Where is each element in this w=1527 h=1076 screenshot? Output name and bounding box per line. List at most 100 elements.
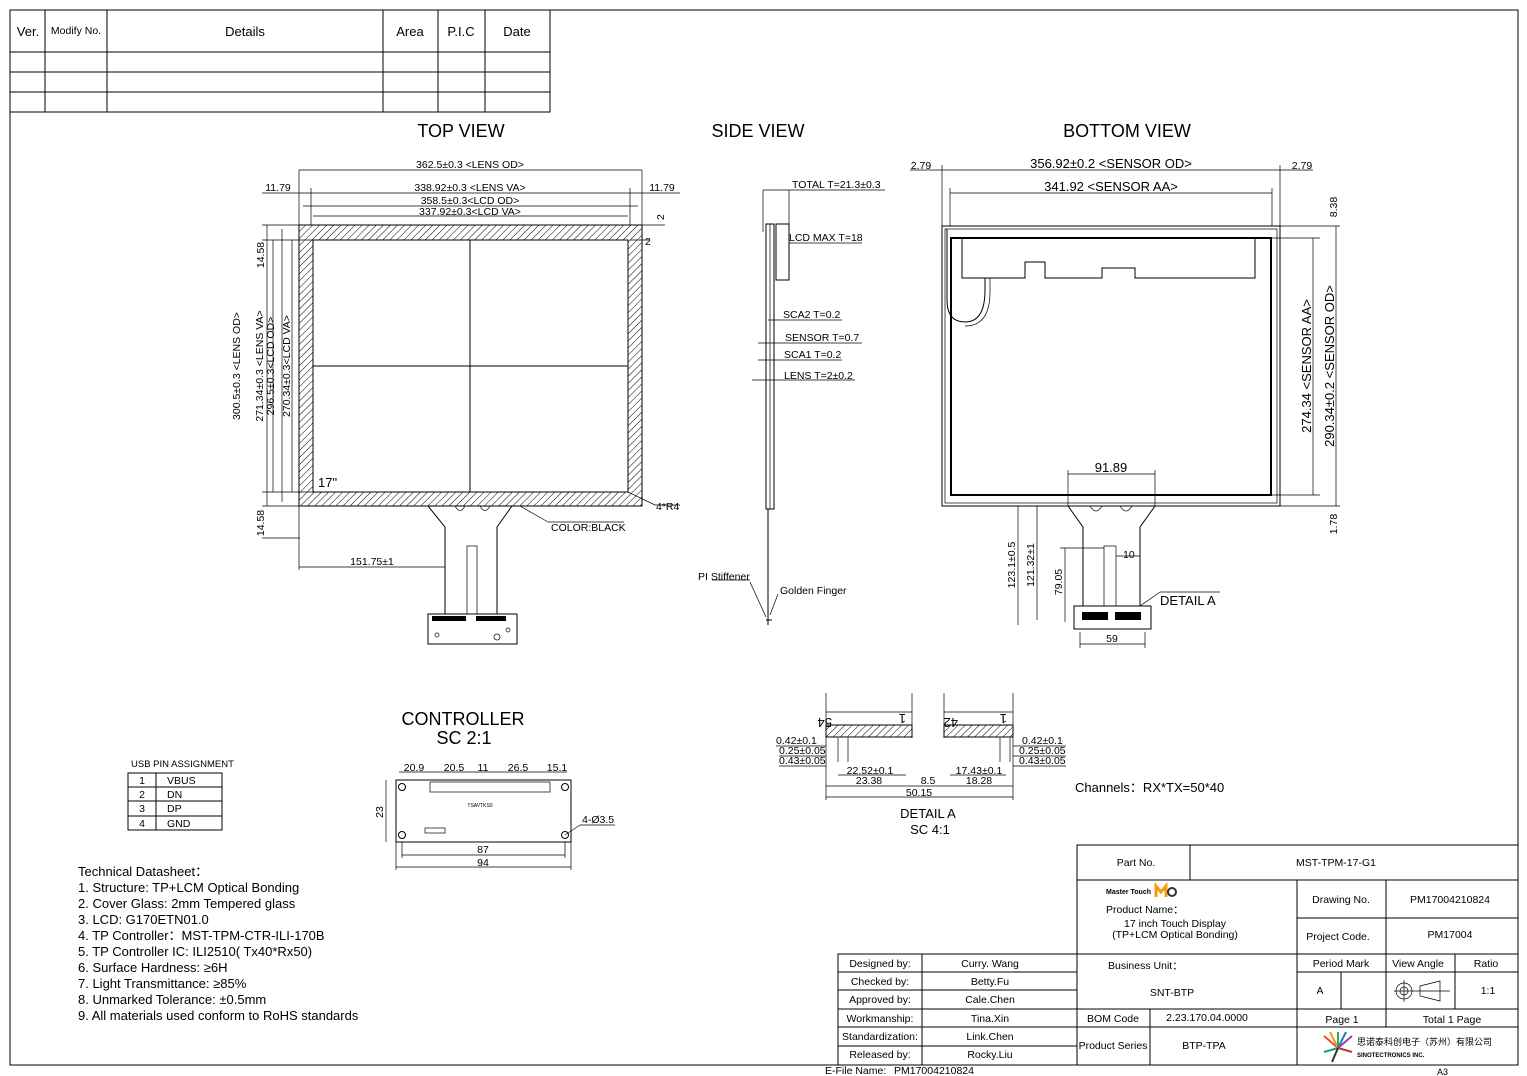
signoff-role-6: Released by: bbox=[849, 1049, 910, 1061]
controller-outer-width: 94 bbox=[477, 857, 489, 869]
drawing-no-label: Drawing No. bbox=[1312, 894, 1370, 906]
pin-right-a: 42 bbox=[944, 715, 958, 730]
lcd-va-height: 270.34±0.3<LCD VA> bbox=[281, 315, 293, 417]
size-label: 17" bbox=[318, 475, 337, 490]
title-block: Part No. MST-TPM-17-G1 Master Touch Prod… bbox=[1076, 844, 1519, 1066]
lens-va-height: 271.34±0.3 <LENS VA> bbox=[254, 310, 266, 421]
lens-od-width: 362.5±0.3 <LENS OD> bbox=[416, 159, 524, 171]
usb-table-title: USB PIN ASSIGNMENT bbox=[131, 759, 234, 770]
lens-od-height: 300.5±0.3 <LENS OD> bbox=[231, 312, 243, 420]
part-no-label: Part No. bbox=[1117, 857, 1156, 869]
tail-width: 10 bbox=[1123, 549, 1135, 561]
controller-title: CONTROLLER bbox=[401, 709, 524, 729]
lcd-max-thickness: LCD MAX T=18 bbox=[789, 232, 863, 244]
company-name-en: SINOTECTRONICS INC. bbox=[1357, 1053, 1425, 1059]
tail-length-b: 121.32±1 bbox=[1025, 543, 1037, 587]
lens-thickness: LENS T=2±0.2 bbox=[784, 370, 853, 382]
ratio-label: Ratio bbox=[1474, 958, 1499, 970]
ctrl-dim-1: 20.9 bbox=[404, 762, 425, 774]
datasheet-item-7: 7. Light Transmittance: ≥85% bbox=[78, 976, 247, 991]
bom-code-label: BOM Code bbox=[1087, 1013, 1139, 1025]
signoff-name-5: Link.Chen bbox=[966, 1031, 1013, 1043]
revision-table: Ver. Modify No. Details Area P.I.C Date bbox=[9, 9, 551, 113]
signoff-name-3: Cale.Chen bbox=[965, 994, 1015, 1006]
margin-bottom: 14.58 bbox=[255, 510, 267, 536]
detail-left-2: 0.25±0.05 bbox=[779, 745, 826, 757]
sheet-border bbox=[9, 9, 1519, 1066]
datasheet-item-6: 6. Surface Hardness: ≥6H bbox=[78, 960, 227, 975]
top-view-title: TOP VIEW bbox=[417, 121, 504, 141]
tail-end-width: 59 bbox=[1106, 633, 1118, 645]
lcd-module bbox=[775, 223, 790, 281]
edge-right: 2.79 bbox=[1292, 160, 1313, 172]
total-thickness: TOTAL T=21.3±0.3 bbox=[792, 179, 881, 191]
tail-length-c: 79.05 bbox=[1053, 569, 1065, 595]
datasheet-item-5: 5. TP Controller IC: ILI2510( Tx40*Rx50) bbox=[78, 944, 312, 959]
bottom-offset: 1.78 bbox=[1328, 514, 1340, 535]
fpc-offset: 151.75±1 bbox=[350, 556, 394, 568]
signoff-role-4: Workmanship: bbox=[847, 1013, 914, 1025]
detail-dim-4: 17.43±0.1 bbox=[956, 765, 1003, 777]
signoff-role-2: Checked by: bbox=[851, 976, 909, 988]
rev-header-details: Details bbox=[225, 24, 265, 39]
signoff-name-1: Curry. Wang bbox=[961, 958, 1019, 970]
efile-label: E-File Name: bbox=[825, 1065, 886, 1076]
signoff-role-3: Approved by: bbox=[849, 994, 911, 1006]
detail-dim-3: 8.5 bbox=[921, 775, 936, 787]
controller-height: 23 bbox=[374, 806, 386, 818]
detail-right-1: 0.42±0.1 bbox=[1022, 735, 1063, 747]
product-line-2: (TP+LCM Optical Bonding) bbox=[1112, 929, 1238, 941]
period-mark-label: Period Mark bbox=[1313, 958, 1370, 970]
margin-left: 11.79 bbox=[265, 182, 291, 194]
tail-length-a: 123.1±0.5 bbox=[1006, 542, 1018, 589]
detail-a: 54 1 42 1 0.42±0.1 0.25±0.05 0.43±0.05 0… bbox=[776, 693, 1066, 837]
total-pages: Total 1 Page bbox=[1423, 1014, 1482, 1026]
signoff-name-4: Tina.Xin bbox=[971, 1013, 1009, 1025]
pi-stiffener-label: PI Stiffener bbox=[698, 571, 750, 583]
datasheet-item-4: 4. TP Controller：MST-TPM-CTR-ILI-170B bbox=[78, 928, 325, 943]
top-view: 362.5±0.3 <LENS OD> 338.92±0.3 <LENS VA>… bbox=[231, 159, 680, 645]
datasheet-title: Technical Datasheet： bbox=[78, 864, 208, 879]
sensor-thickness: SENSOR T=0.7 bbox=[785, 332, 859, 344]
usb-name-4: GND bbox=[167, 818, 191, 830]
top-offset: 8.38 bbox=[1328, 197, 1340, 218]
golden-finger-label: Golden Finger bbox=[780, 585, 847, 597]
sheet-size: A3 bbox=[1437, 1067, 1448, 1076]
business-unit-label: Business Unit： bbox=[1108, 960, 1183, 972]
view-angle-label: View Angle bbox=[1392, 958, 1444, 970]
pin-right-b: 1 bbox=[1000, 711, 1007, 726]
controller-inner-width: 87 bbox=[477, 844, 489, 856]
controller-view: CONTROLLER SC 2:1 20.9 20.5 11 26.5 15.1… bbox=[374, 709, 615, 870]
business-unit-value: SNT-BTP bbox=[1150, 987, 1194, 999]
signoff-name-2: Betty.Fu bbox=[971, 976, 1009, 988]
mounting-holes: 4-Ø3.5 bbox=[582, 814, 614, 826]
detail-right-3: 0.43±0.05 bbox=[1019, 755, 1066, 767]
usb-pin-3: 3 bbox=[139, 803, 145, 815]
drawing-no-value: PM17004210824 bbox=[1410, 894, 1490, 906]
part-no-value: MST-TPM-17-G1 bbox=[1296, 857, 1376, 869]
rev-header-date: Date bbox=[503, 24, 530, 39]
rev-header-pic: P.I.C bbox=[447, 24, 474, 39]
product-series-value: BTP-TPA bbox=[1182, 1040, 1226, 1052]
signoff-name-6: Rocky.Liu bbox=[967, 1049, 1012, 1061]
detail-title: DETAIL A bbox=[900, 806, 956, 821]
side-view: TOTAL T=21.3±0.3 LCD MAX T=18 SCA2 T=0.2… bbox=[698, 179, 885, 625]
sensor-active-area bbox=[950, 237, 1272, 496]
brand-logo-icon bbox=[1154, 881, 1177, 897]
company-name-cn: 思诺泰科创电子（苏州）有限公司 bbox=[1357, 1036, 1492, 1047]
detail-scale: SC 4:1 bbox=[910, 822, 950, 837]
project-code-value: PM17004 bbox=[1428, 929, 1473, 941]
sensor-od-width: 356.92±0.2 <SENSOR OD> bbox=[1030, 156, 1192, 171]
product-series-label: Product Series bbox=[1079, 1040, 1148, 1052]
usb-pin-table: USB PIN ASSIGNMENT 1 VBUS 2 DN 3 DP 4 GN… bbox=[127, 759, 234, 831]
company-logo-icon bbox=[1323, 1031, 1353, 1063]
datasheet-item-3: 3. LCD: G170ETN01.0 bbox=[78, 912, 209, 927]
ctrl-dim-3: 11 bbox=[478, 762, 489, 774]
ctrl-dim-5: 15.1 bbox=[547, 762, 568, 774]
signoff-role-1: Designed by: bbox=[849, 958, 910, 970]
color-note: COLOR:BLACK bbox=[551, 522, 626, 534]
sensor-aa-height: 274.34 <SENSOR AA> bbox=[1299, 299, 1314, 433]
product-line-1: 17 inch Touch Display bbox=[1124, 918, 1227, 930]
projection-symbol-icon bbox=[1394, 980, 1450, 1002]
